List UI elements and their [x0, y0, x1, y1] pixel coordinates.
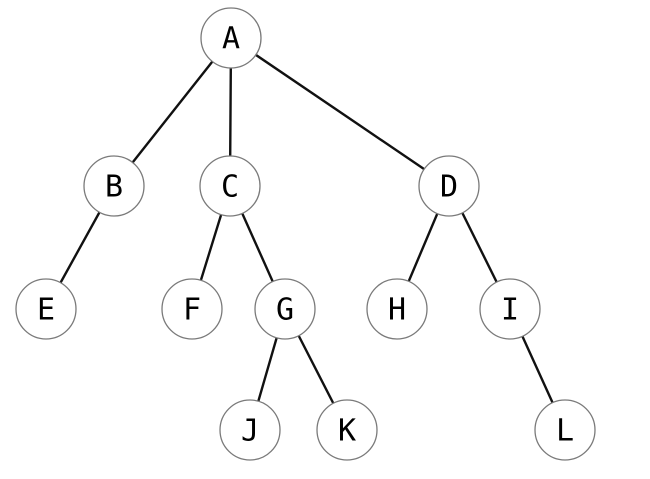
node-c: C: [199, 155, 261, 217]
node-a: A: [200, 7, 262, 69]
node-circle: [15, 278, 77, 340]
node-label: J: [241, 414, 259, 449]
node-j: J: [219, 399, 281, 461]
node-i: I: [479, 278, 541, 340]
node-circle: [479, 278, 541, 340]
node-label: A: [222, 22, 240, 57]
node-circle: [219, 399, 281, 461]
node-h: H: [366, 278, 428, 340]
node-label: B: [105, 170, 123, 205]
node-circle: [316, 399, 378, 461]
node-label: H: [388, 293, 406, 328]
node-circle: [161, 278, 223, 340]
node-circle: [254, 278, 316, 340]
node-label: K: [338, 414, 356, 449]
tree-edges: [44, 36, 567, 432]
node-b: B: [83, 155, 145, 217]
node-label: D: [440, 170, 458, 205]
node-circle: [199, 155, 261, 217]
node-circle: [83, 155, 145, 217]
tree-nodes: A B C D E F G H I J K L: [15, 7, 596, 461]
node-label: F: [183, 293, 201, 328]
node-e: E: [15, 278, 77, 340]
node-label: I: [501, 293, 519, 328]
node-d: D: [418, 155, 480, 217]
node-l: L: [534, 399, 596, 461]
node-k: K: [316, 399, 378, 461]
node-circle: [366, 278, 428, 340]
node-f: F: [161, 278, 223, 340]
node-circle: [200, 7, 262, 69]
node-g: G: [254, 278, 316, 340]
edge-a-d: [229, 36, 451, 188]
node-label: G: [276, 293, 294, 328]
node-circle: [534, 399, 596, 461]
node-label: C: [221, 170, 239, 205]
node-circle: [418, 155, 480, 217]
node-label: L: [556, 414, 574, 449]
node-label: E: [37, 293, 55, 328]
edge-a-b: [112, 36, 233, 188]
